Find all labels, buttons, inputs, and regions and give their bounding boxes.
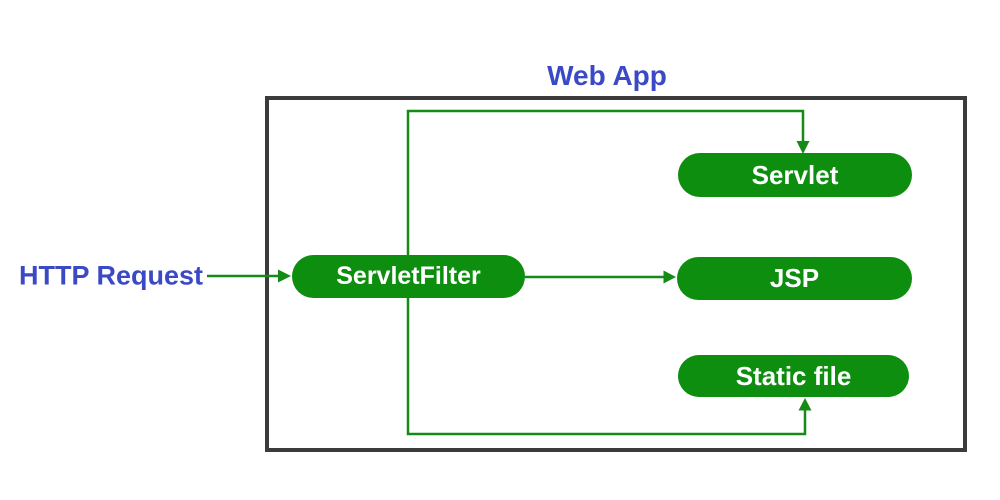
edge-http-to-filter <box>207 269 291 283</box>
edge-filter-to-staticfile <box>406 297 812 436</box>
node-static-file: Static file <box>678 355 909 397</box>
node-servlet: Servlet <box>678 153 912 197</box>
edge-filter-to-jsp <box>525 270 676 284</box>
webapp-title: Web App <box>547 60 667 91</box>
arrowhead-into-servlet <box>796 141 810 154</box>
node-servletfilter: ServletFilter <box>292 255 525 298</box>
edge-filter-to-servlet <box>406 109 810 256</box>
http-request-label: HTTP Request <box>18 260 204 291</box>
arrowhead-into-filter <box>278 269 291 283</box>
node-jsp: JSP <box>677 257 912 300</box>
edge-filter-to-staticfile-line <box>406 297 807 436</box>
webapp-boundary-box <box>265 96 967 452</box>
arrowhead-into-staticfile <box>798 398 812 411</box>
edge-filter-to-servlet-line <box>406 109 805 256</box>
arrowhead-into-jsp <box>663 270 676 284</box>
